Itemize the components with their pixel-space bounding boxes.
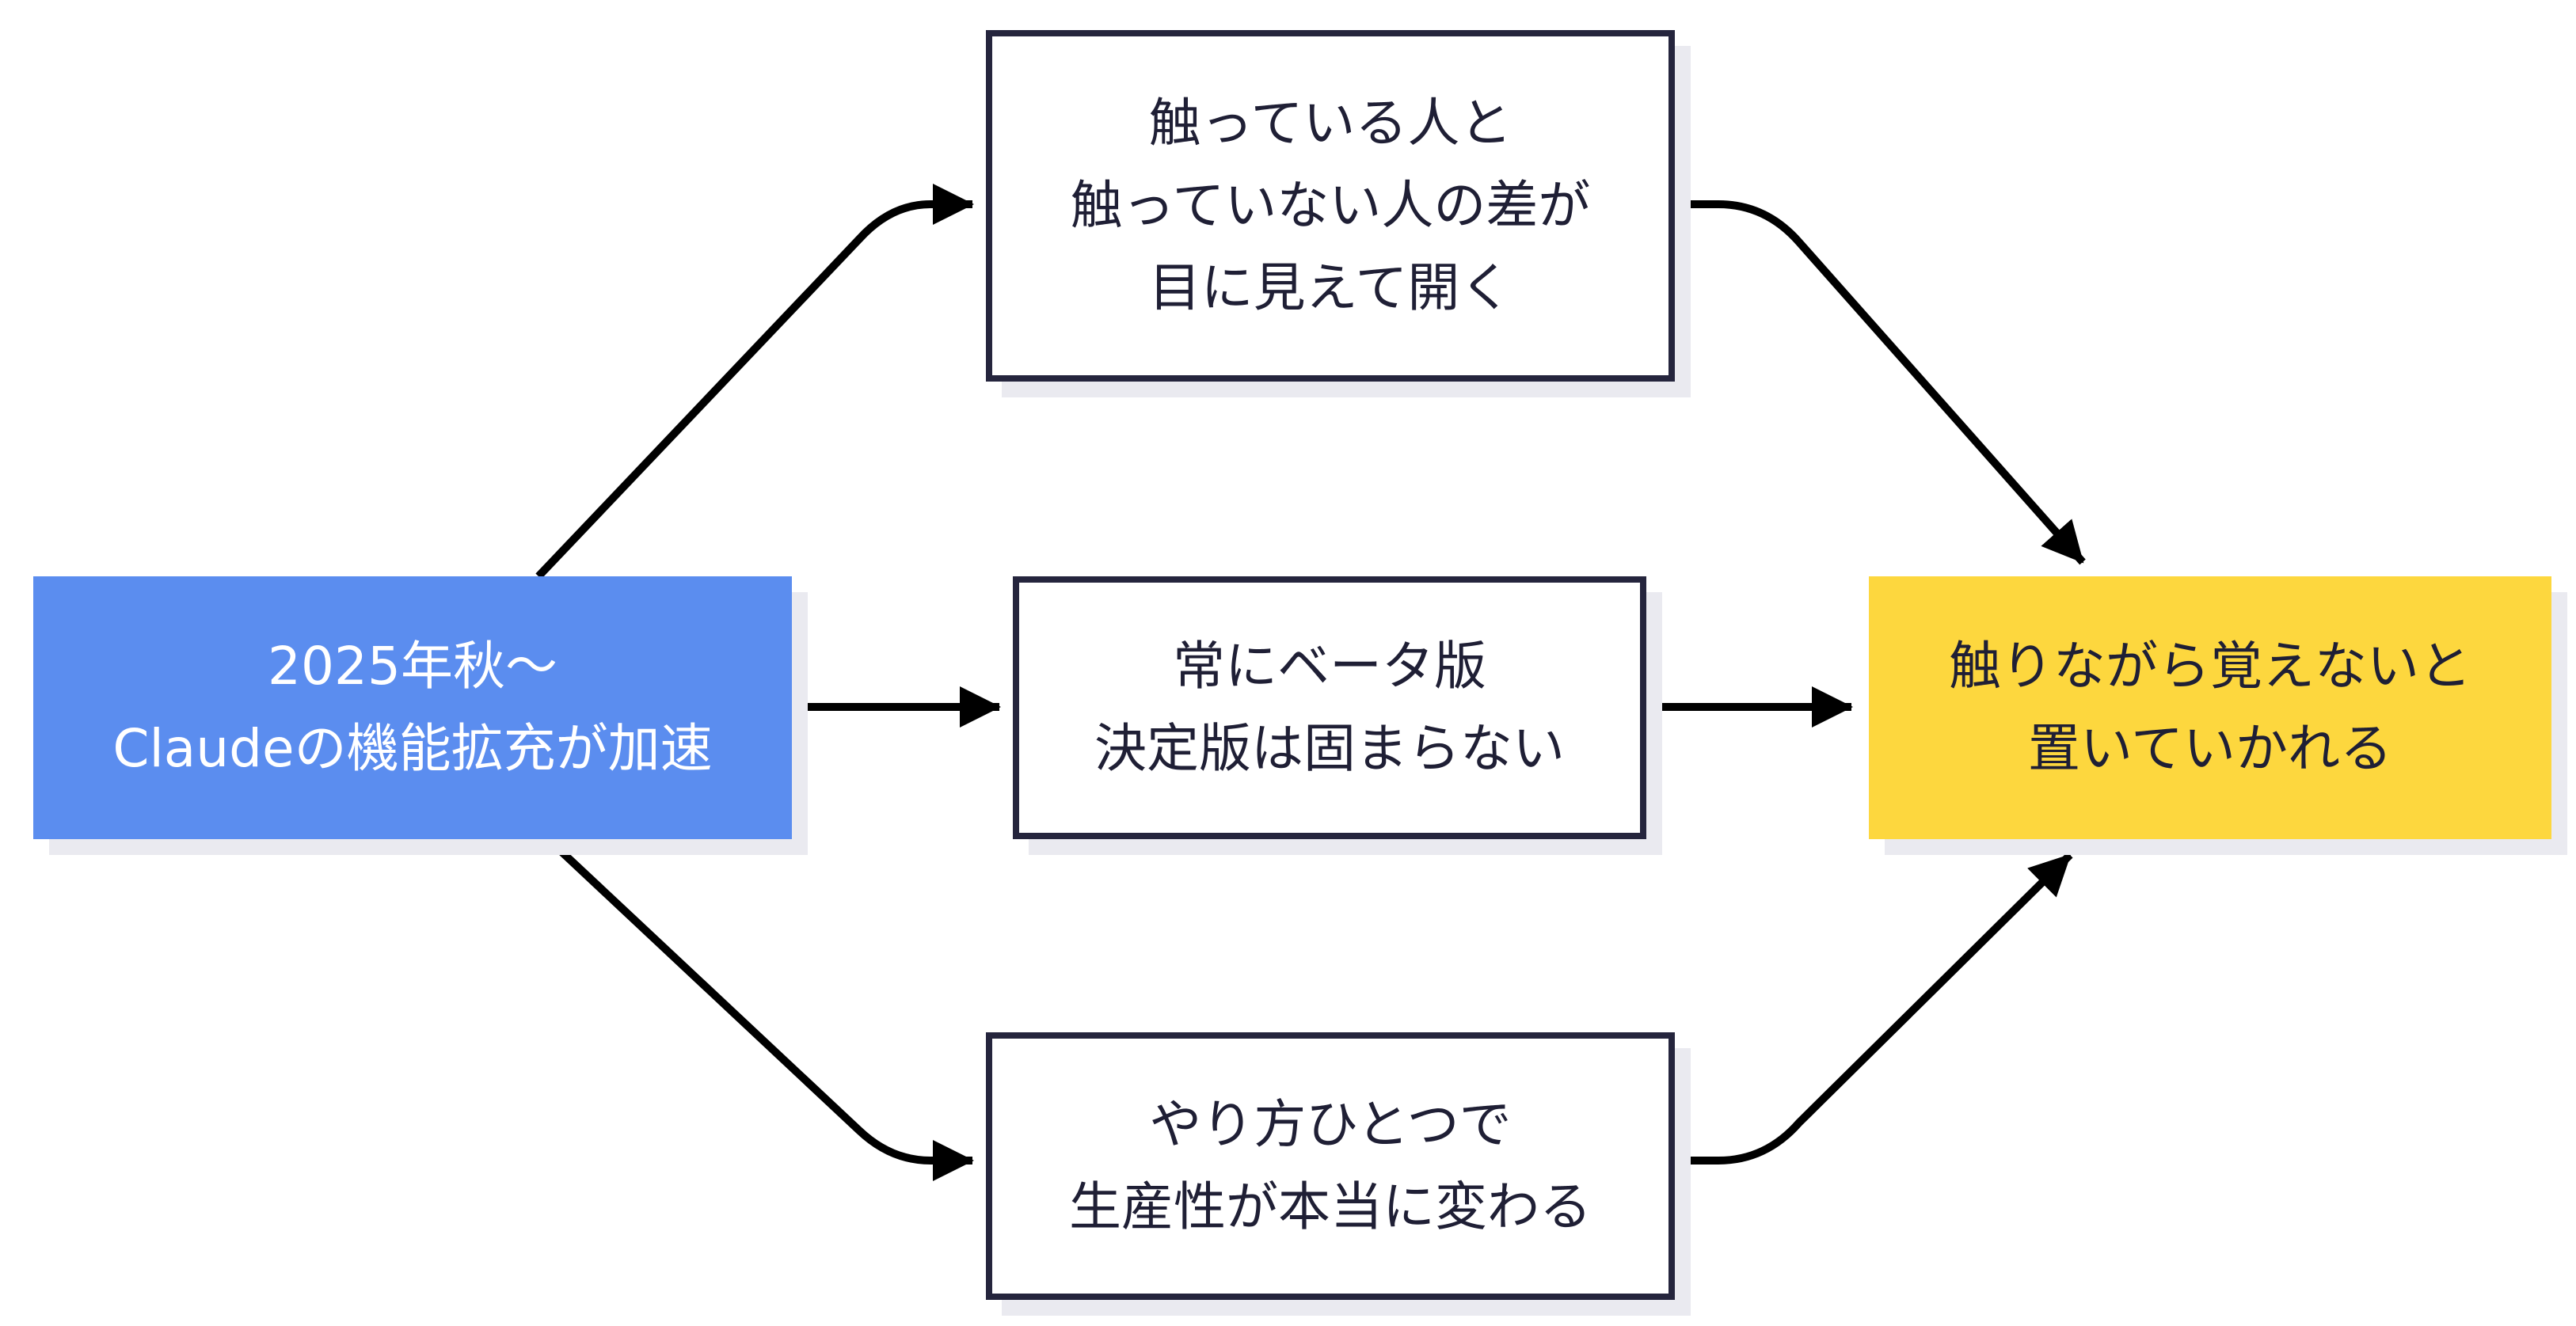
start-node-line-2: Claudeの機能拡充が加速 [112,718,713,779]
edge-gap-to-end [1677,200,2086,565]
gap-node-line-1: 触っている人と [1148,93,1512,154]
end-node: 触りながら覚えないと 置いていかれる [1869,576,2551,839]
beta-node-line-1: 常にベータ版 [1173,636,1486,697]
gap-node: 触っている人と 触っていない人の差が 目に見えて開く [986,30,1675,382]
gap-node-line-3: 目に見えて開く [1148,257,1512,318]
end-node-line-1: 触りながら覚えないと [1949,636,2471,697]
edge-start-to-productivity [543,834,974,1181]
beta-node: 常にベータ版 決定版は固まらない [1013,576,1646,839]
end-node-line-2: 置いていかれる [2027,718,2393,779]
gap-node-line-2: 触っていない人の差が [1070,175,1591,236]
productivity-node-line-2: 生産性が本当に変わる [1069,1176,1592,1237]
beta-node-line-2: 決定版は固まらない [1094,718,1565,779]
productivity-node-line-1: やり方ひとつで [1149,1094,1512,1155]
start-node: 2025年秋〜 Claudeの機能拡充が加速 [33,576,792,839]
edge-start-to-gap [535,184,974,579]
edge-productivity-to-end [1677,852,2073,1165]
productivity-node: やり方ひとつで 生産性が本当に変わる [986,1032,1675,1300]
start-node-line-1: 2025年秋〜 [268,636,557,697]
